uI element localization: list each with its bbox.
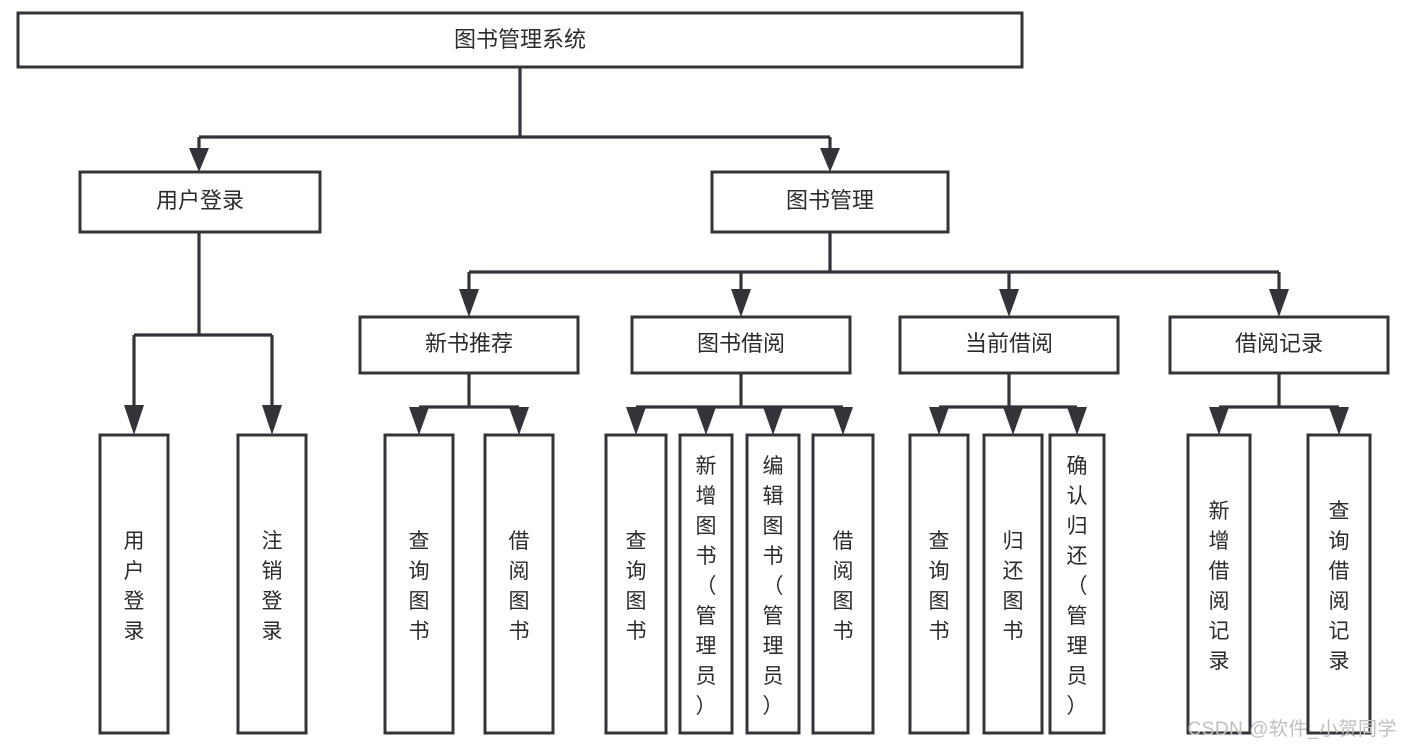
node-borrow-record-label: 借阅记录	[1235, 331, 1323, 356]
arrowhead-bb-query	[626, 407, 646, 435]
leaf-node-box[interactable]	[908, 433, 970, 735]
leaf-node[interactable]: 用户登录	[98, 433, 170, 735]
leaf-node[interactable]: 查询图书	[604, 433, 668, 735]
leaf-node-box[interactable]	[811, 433, 875, 735]
leaf-node[interactable]: 新增借阅记录	[1186, 433, 1252, 735]
arrowhead-current-borrow	[999, 289, 1019, 317]
arrowhead-br-query	[1329, 407, 1349, 435]
arrowhead-bb-add	[696, 407, 716, 435]
arrowhead-book-borrow	[731, 289, 751, 317]
arrowhead-cb-query	[929, 407, 949, 435]
node-borrow-record-box[interactable]	[1168, 315, 1390, 375]
leaf-node-label: 查询图书	[626, 530, 647, 643]
arrowhead-book-mgmt	[820, 148, 840, 172]
arrowhead-newbook-query	[409, 407, 429, 435]
node-user-login[interactable]: 用户登录	[78, 170, 322, 234]
node-book-borrow[interactable]: 图书借阅	[630, 315, 852, 375]
leaf-node-label: 确认归还（管理员）	[1067, 455, 1088, 718]
node-book-management-box[interactable]	[710, 170, 950, 234]
leaf-node[interactable]: 查询图书	[908, 433, 970, 735]
leaf-node-box[interactable]	[98, 433, 170, 735]
connector-layer	[124, 67, 1349, 435]
node-new-book-recommend-box[interactable]	[358, 315, 580, 375]
leaf-node-label: 归还图书	[1003, 530, 1024, 643]
arrowhead-cb-return	[1003, 407, 1023, 435]
node-root-box[interactable]	[16, 11, 1024, 69]
leaf-node[interactable]: 借阅图书	[811, 433, 875, 735]
node-new-book-recommend-label: 新书推荐	[425, 331, 513, 356]
leaf-node[interactable]: 归还图书	[982, 433, 1044, 735]
leaf-node-label: 用户登录	[124, 530, 145, 643]
leaf-node[interactable]: 查询图书	[383, 433, 455, 735]
leaf-node[interactable]: 查询借阅记录	[1306, 433, 1372, 735]
node-current-borrow-label: 当前借阅	[965, 331, 1053, 356]
leaf-node[interactable]: 借阅图书	[483, 433, 555, 735]
node-new-book-recommend[interactable]: 新书推荐	[358, 315, 580, 375]
node-borrow-record[interactable]: 借阅记录	[1168, 315, 1390, 375]
arrowhead-cb-confirm	[1067, 407, 1087, 435]
node-root-label: 图书管理系统	[454, 27, 586, 52]
leaf-node-layer: 用户登录 注销登录 查询图书 借阅图书 查询图书 新增图书（管理员） 编辑图书（管理员） 借阅…	[98, 433, 1372, 735]
node-user-login-label: 用户登录	[156, 188, 244, 213]
arrowhead-leaf-logout	[262, 405, 282, 435]
node-current-borrow[interactable]: 当前借阅	[898, 315, 1120, 375]
leaf-node-label: 查询图书	[409, 530, 430, 643]
leaf-node-box[interactable]	[236, 433, 308, 735]
leaf-node-label: 借阅图书	[509, 530, 530, 643]
leaf-node-label: 借阅图书	[833, 530, 854, 643]
leaf-node-box[interactable]	[383, 433, 455, 735]
leaf-node-label: 新增图书（管理员）	[696, 455, 717, 718]
leaf-node-label: 查询借阅记录	[1329, 500, 1350, 673]
leaf-node-box[interactable]	[678, 433, 734, 735]
leaf-node-label: 查询图书	[929, 530, 950, 643]
leaf-node-label: 编辑图书（管理员）	[763, 455, 784, 718]
leaf-node[interactable]: 注销登录	[236, 433, 308, 735]
leaf-node-box[interactable]	[1048, 433, 1106, 735]
arrowhead-user-login	[189, 148, 209, 172]
leaf-node[interactable]: 确认归还（管理员）	[1048, 433, 1106, 735]
node-current-borrow-box[interactable]	[898, 315, 1120, 375]
arrowhead-bb-edit	[763, 407, 783, 435]
leaf-node-label: 新增借阅记录	[1209, 500, 1230, 673]
leaf-node-box[interactable]	[1186, 433, 1252, 735]
leaf-node[interactable]: 新增图书（管理员）	[678, 433, 734, 735]
leaf-node-label: 注销登录	[262, 530, 283, 643]
arrowhead-leaf-user-login	[124, 405, 144, 435]
leaf-node-box[interactable]	[982, 433, 1044, 735]
arrowhead-br-add	[1209, 407, 1229, 435]
arrowhead-borrow-record	[1269, 289, 1289, 317]
leaf-node[interactable]: 编辑图书（管理员）	[745, 433, 801, 735]
arrowhead-new-book-rec	[459, 289, 479, 317]
leaf-node-box[interactable]	[745, 433, 801, 735]
leaf-node-box[interactable]	[1306, 433, 1372, 735]
leaf-node-box[interactable]	[604, 433, 668, 735]
leaf-node-box[interactable]	[483, 433, 555, 735]
arrowhead-newbook-borrow	[509, 407, 529, 435]
arrowhead-bb-borrow	[833, 407, 853, 435]
node-book-management-label: 图书管理	[786, 188, 874, 213]
node-book-borrow-box[interactable]	[630, 315, 852, 375]
node-book-borrow-label: 图书借阅	[697, 331, 785, 356]
node-user-login-box[interactable]	[78, 170, 322, 234]
node-book-management[interactable]: 图书管理	[710, 170, 950, 234]
node-root[interactable]: 图书管理系统	[16, 11, 1024, 69]
